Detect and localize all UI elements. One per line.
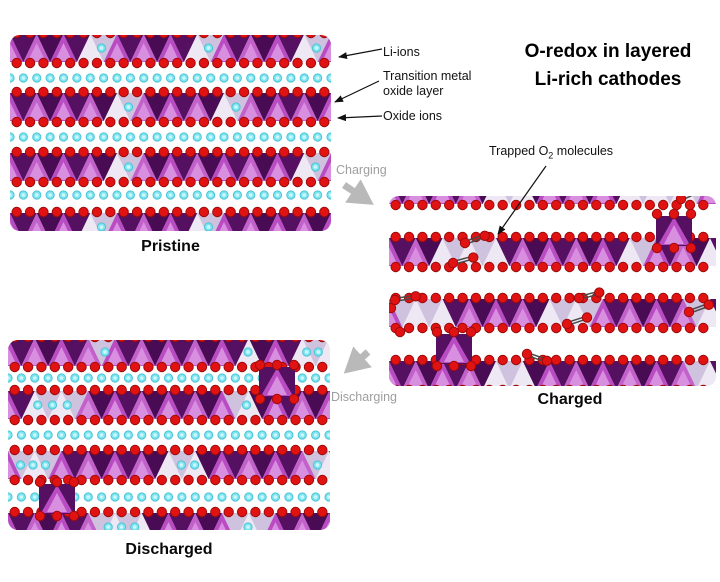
figure-title-line2: Li-rich cathodes [534,69,682,90]
discharged-structure-image [8,340,330,530]
label-charging: Charging [336,163,387,177]
caption-discharged: Discharged [125,541,213,558]
pristine-structure-image [10,35,331,231]
label-oxide-ions: Oxide ions [383,109,443,123]
discharging-arrow [343,346,372,374]
label-transition-metal-oxide-layer: Transition metal oxide layer [383,69,472,98]
label-li-ions: Li-ions [383,45,420,59]
subscript-2: 2 [548,150,554,161]
label-discharging: Discharging [331,390,398,404]
li-ions-arrow [338,48,383,59]
oxide-ions-arrow [337,114,383,122]
charged-structure-image [389,196,716,386]
tm-oxide-arrow [334,80,380,103]
figure-title-line1: O-redox in layered [524,41,692,62]
figure-title: O-redox in layered Li-rich cathodes [492,38,720,94]
caption-charged: Charged [537,391,603,408]
charging-arrow [342,179,374,205]
label-trapped-o2-molecules: Trapped O2 molecules [489,144,614,161]
caption-pristine: Pristine [141,238,200,255]
